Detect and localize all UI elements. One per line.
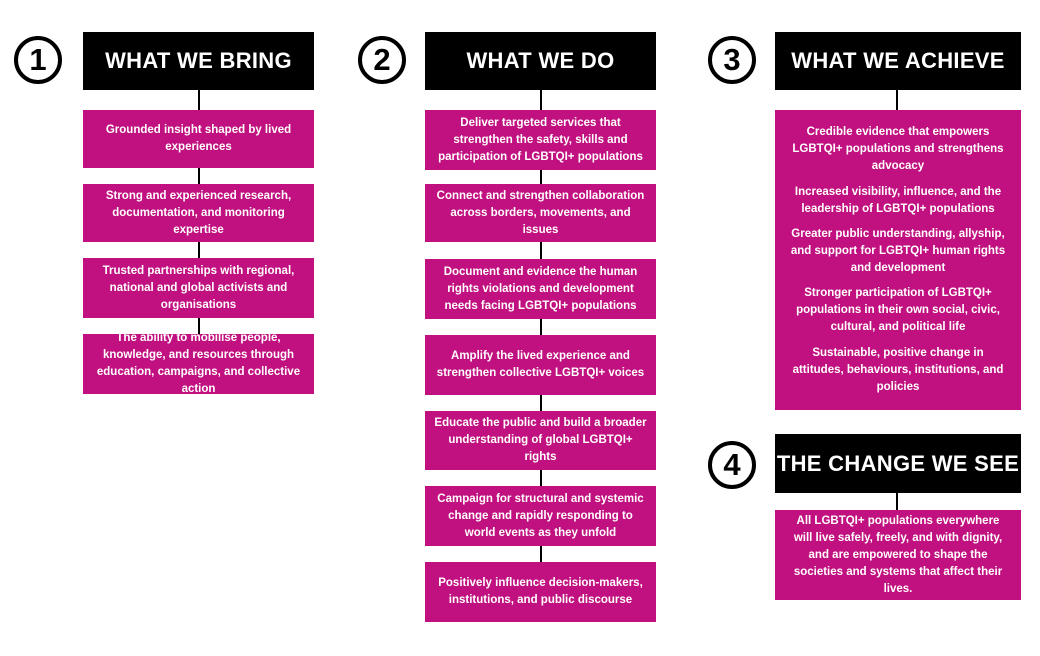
do-item-1: Deliver targeted services that strengthe… <box>425 110 656 170</box>
connector <box>540 90 542 110</box>
achieve-item-3: Greater public understanding, allyship, … <box>790 227 1006 274</box>
achieve-item-2: Increased visibility, influence, and the… <box>794 185 1002 215</box>
achieve-list: Credible evidence that empowers LGBTQI+ … <box>775 110 1021 410</box>
connector <box>540 242 542 259</box>
step-number-3: 3 <box>708 36 756 84</box>
do-item-4: Amplify the lived experience and strengt… <box>425 335 656 395</box>
achieve-item-1: Credible evidence that empowers LGBTQI+ … <box>792 126 1004 173</box>
step-number-2: 2 <box>358 36 406 84</box>
connector <box>896 493 898 510</box>
bring-item-2: Strong and experienced research, documen… <box>83 184 314 242</box>
do-item-3: Document and evidence the human rights v… <box>425 259 656 319</box>
connector <box>540 546 542 562</box>
connector <box>198 318 200 334</box>
connector <box>540 470 542 486</box>
do-item-5: Educate the public and build a broader u… <box>425 411 656 470</box>
header-what-we-do: WHAT WE DO <box>425 32 656 90</box>
do-item-7: Positively influence decision-makers, in… <box>425 562 656 622</box>
achieve-item-5: Sustainable, positive change in attitude… <box>792 346 1004 393</box>
connector <box>198 90 200 110</box>
connector <box>198 168 200 184</box>
header-the-change-we-see: THE CHANGE WE SEE <box>775 434 1021 493</box>
change-item-1: All LGBTQI+ populations everywhere will … <box>775 510 1021 600</box>
header-what-we-bring: WHAT WE BRING <box>83 32 314 90</box>
connector <box>540 319 542 335</box>
do-item-2: Connect and strengthen collaboration acr… <box>425 184 656 242</box>
connector <box>540 395 542 411</box>
connector <box>198 242 200 258</box>
achieve-item-4: Stronger participation of LGBTQI+ popula… <box>796 287 1000 334</box>
header-what-we-achieve: WHAT WE ACHIEVE <box>775 32 1021 90</box>
connector <box>896 90 898 110</box>
step-number-1: 1 <box>14 36 62 84</box>
bring-item-4: The ability to mobilise people, knowledg… <box>83 332 314 395</box>
bring-item-3: Trusted partnerships with regional, nati… <box>83 258 314 318</box>
do-item-6: Campaign for structural and systemic cha… <box>425 486 656 546</box>
connector <box>540 170 542 184</box>
bring-item-1: Grounded insight shaped by lived experie… <box>83 110 314 168</box>
step-number-4: 4 <box>708 441 756 489</box>
